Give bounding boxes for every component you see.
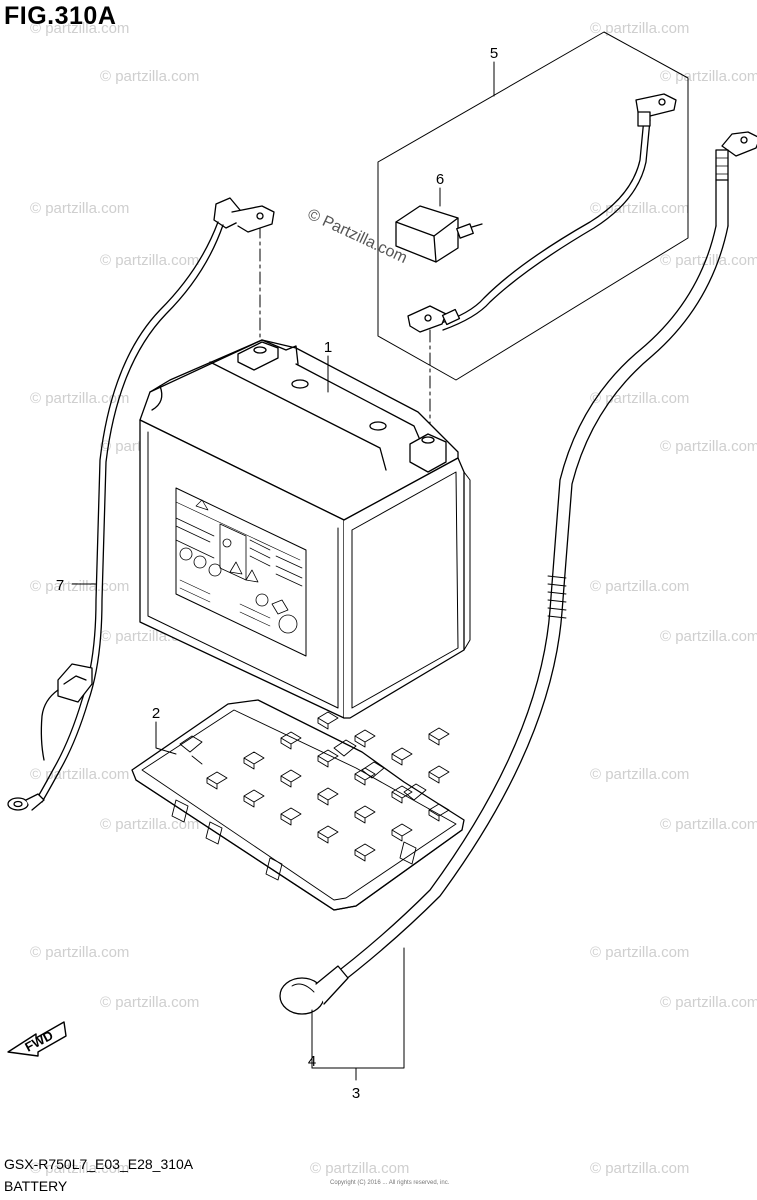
callout-3: 3	[352, 1085, 360, 1102]
watermark-text: © partzilla.com	[30, 20, 130, 37]
watermark-text: © partzilla.com	[660, 994, 757, 1011]
watermark-text: © partzilla.com	[660, 816, 757, 833]
figure-title: FIG.310A	[4, 2, 117, 30]
watermark-text: © partzilla.com	[100, 68, 200, 85]
tray-slot	[354, 767, 376, 786]
watermark-text: © partzilla.com	[590, 1160, 690, 1177]
watermark-text: © partzilla.com	[30, 1160, 130, 1177]
tray-slot	[391, 747, 413, 766]
part-6-relay	[395, 205, 483, 263]
small-copyright: Copyright (C) 2016 ... All rights reserv…	[330, 1180, 450, 1186]
watermark-text: © partzilla.com	[590, 944, 690, 961]
fwd-arrow-badge: FWD	[7, 1021, 67, 1057]
tray-slot	[391, 823, 413, 842]
tray-slot	[206, 771, 228, 790]
watermark-text: © partzilla.com	[30, 944, 130, 961]
tray-slot	[428, 803, 450, 822]
tray-slot	[354, 805, 376, 824]
tray-slot	[317, 749, 339, 768]
watermark-text: © partzilla.com	[660, 68, 757, 85]
watermark-text: © partzilla.com	[30, 578, 130, 595]
callout-4: 4	[308, 1053, 316, 1070]
watermark-text: © partzilla.com	[30, 200, 130, 217]
watermark-text: © partzilla.com	[30, 390, 130, 407]
watermark-text: © partzilla.com	[660, 438, 757, 455]
tray-slot	[280, 807, 302, 826]
part-2-tray	[131, 699, 465, 911]
watermark-text: © partzilla.com	[590, 578, 690, 595]
tray-slot	[317, 787, 339, 806]
tray-slot-grid	[206, 711, 450, 862]
part-1-battery	[139, 339, 471, 719]
tray-slot	[354, 843, 376, 862]
watermark-text: © partzilla.com	[310, 1160, 410, 1177]
tray-slot	[354, 729, 376, 748]
section-title: BATTERY	[4, 1178, 68, 1194]
callout-6: 6	[436, 171, 444, 188]
tray-slot	[280, 769, 302, 788]
tray-slot	[391, 785, 413, 804]
watermark-text: © partzilla.com	[590, 20, 690, 37]
callout-7: 7	[56, 577, 64, 594]
part-5-cable	[407, 93, 677, 433]
part-7-lead-wire	[7, 197, 275, 811]
callout-2: 2	[152, 705, 160, 722]
part-3-cable	[279, 131, 757, 1015]
tray-slot	[428, 765, 450, 784]
callout-5: 5	[490, 45, 498, 62]
tray-slot	[243, 751, 265, 770]
leader-lines	[71, 61, 495, 1081]
tray-slot	[280, 731, 302, 750]
callout-1: 1	[324, 339, 332, 356]
watermark-text: © partzilla.com	[100, 994, 200, 1011]
watermark-text: © partzilla.com	[100, 252, 200, 269]
cable-panel-outline	[377, 31, 689, 381]
tray-slot	[428, 727, 450, 746]
watermark-text: © partzilla.com	[100, 816, 200, 833]
callout-labels: 1 2 3 4 5 6 7	[56, 45, 498, 1102]
tray-slot	[317, 825, 339, 844]
tray-slot	[243, 789, 265, 808]
watermark-text: © partzilla.com	[660, 252, 757, 269]
diagram-code: GSX-R750L7_E03_E28_310A	[4, 1156, 194, 1172]
watermark-text: © partzilla.com	[590, 766, 690, 783]
tray-slot	[317, 711, 339, 730]
watermark-text: © partzilla.com	[660, 628, 757, 645]
